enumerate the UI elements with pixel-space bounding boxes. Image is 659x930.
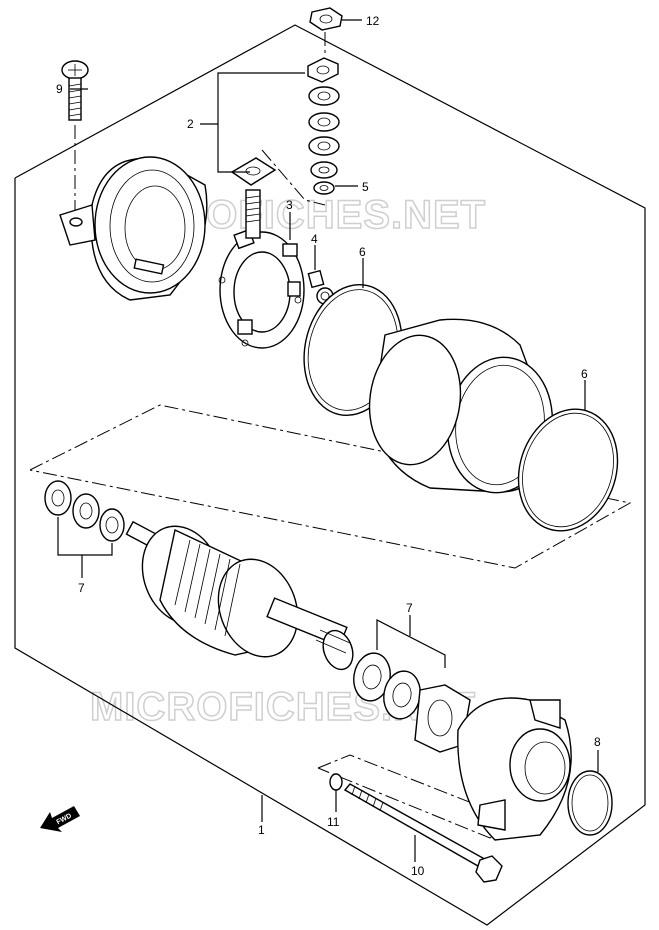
bolt-group-box [317,754,522,839]
callout-3: 3 [286,198,293,212]
callout-7-left: 7 [78,581,85,595]
terminal-stud[interactable] [245,189,261,239]
callout-10: 11 [327,815,340,829]
washers-7-left[interactable] [44,480,125,542]
brush-holder-3[interactable] [218,228,305,349]
callout-2-bracket [217,72,305,173]
callout-11: 9 [56,82,63,96]
o-ring-8[interactable] [567,770,613,836]
nut-12[interactable] [309,7,343,31]
fwd-arrow-icon: FWD [40,806,80,832]
callout-12: 12 [366,14,380,28]
callout-6-upper: 6 [359,245,366,259]
callout-6-lower: 6 [581,367,588,381]
callout-7a-bracket [57,517,113,556]
front-housing[interactable] [457,697,572,841]
callout-1: 1 [258,823,265,837]
callout-2: 2 [187,117,194,131]
o-ring-6-lower[interactable] [503,396,633,544]
callout-7b-bracket [376,619,446,668]
washer-10[interactable] [329,773,343,791]
callout-9: 10 [411,864,425,878]
terminal-plate-2[interactable] [230,157,277,186]
armature-group-box [29,404,632,569]
callout-7-right: 7 [406,601,413,615]
assembly-outline [14,24,646,926]
callout-5: 5 [362,180,369,194]
washers-7-right[interactable] [350,650,471,753]
washer-leader [261,149,326,206]
callout-8: 8 [594,735,601,749]
callout-4: 4 [311,232,318,246]
rear-cover[interactable] [59,156,208,301]
armature[interactable] [125,515,358,674]
washer-stack[interactable] [307,57,340,195]
bolt-11[interactable] [61,60,89,121]
through-bolt-9[interactable] [343,783,503,883]
